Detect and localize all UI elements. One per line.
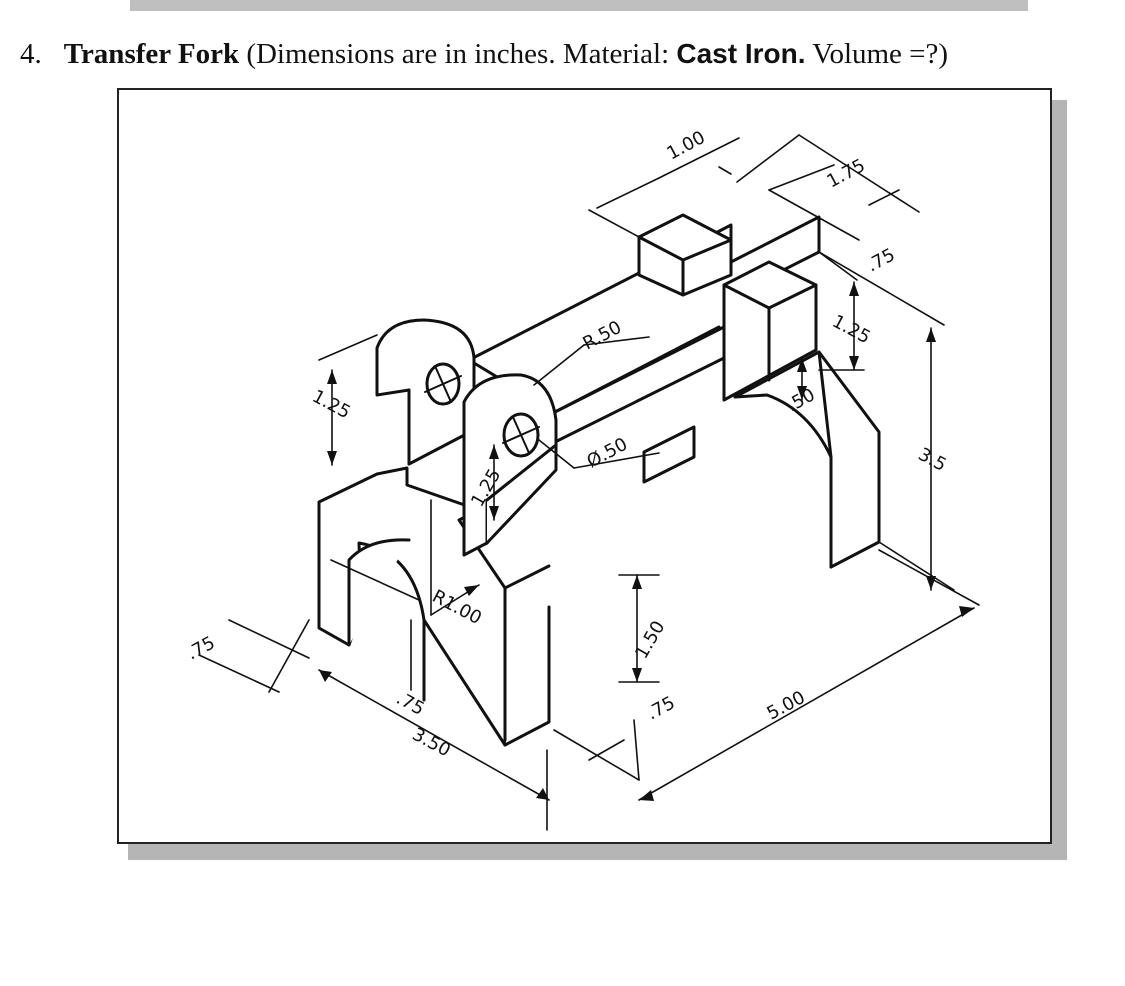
dim-overall-length: 5.00: [763, 687, 808, 724]
material-name: Cast Iron.: [676, 38, 806, 69]
dim-leg-width: .75: [643, 692, 678, 724]
dim-foot-width: .75: [183, 632, 218, 664]
heading-text-before: (Dimensions are in inches. Material:: [239, 38, 677, 70]
dim-top-width: 1.00: [663, 127, 708, 164]
right-leg: [733, 350, 881, 569]
dim-lug-thickness: .75: [863, 244, 898, 276]
problem-heading: 4. Transfer Fork (Dimensions are in inche…: [20, 34, 948, 74]
heading-text-after: Volume =?): [805, 38, 949, 70]
problem-title: Transfer Fork: [63, 38, 240, 70]
dim-overall-height: 3.5: [915, 444, 950, 476]
problem-number: 4.: [20, 38, 42, 70]
dim-base-width: 3.50: [409, 724, 454, 761]
isometric-drawing: 1.00 1.75 .75 1.25 3.5 1.25 1.25 R.50 Ø.…: [183, 127, 980, 831]
dim-right-block-height: 1.25: [829, 311, 874, 348]
dimension-lines: [198, 134, 980, 831]
dim-hole-diameter: Ø.50: [583, 434, 631, 473]
drawing-frame: 1.00 1.75 .75 1.25 3.5 1.25 1.25 R.50 Ø.…: [117, 88, 1052, 844]
dim-top-depth: 1.75: [823, 155, 868, 192]
hole-centre-marks: [424, 365, 540, 454]
part-outline: [317, 213, 881, 747]
centre-post: [642, 425, 696, 484]
top-divider-bar: [130, 0, 1028, 11]
dimension-arrowheads: [319, 282, 974, 801]
